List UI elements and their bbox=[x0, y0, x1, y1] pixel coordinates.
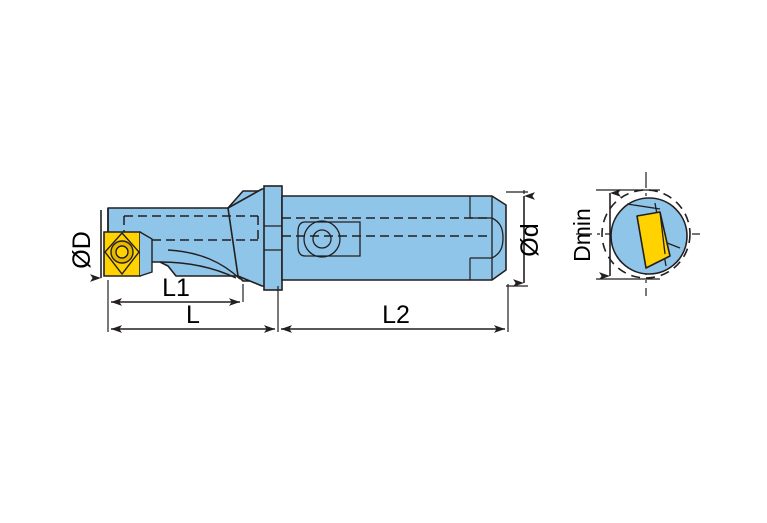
witness-lines bbox=[107, 280, 509, 332]
dimension-label-od: ØD bbox=[68, 231, 96, 269]
linear-dimensions-group: L1 L L2 bbox=[107, 274, 509, 333]
insert-screw-inner bbox=[115, 245, 129, 259]
dimension-l: L bbox=[111, 301, 275, 333]
flange-collar bbox=[263, 185, 283, 291]
coolant-port-inner bbox=[312, 229, 332, 249]
flute-edge-curve bbox=[167, 249, 241, 280]
side-view-group bbox=[103, 185, 507, 291]
dimension-label-l1: L1 bbox=[162, 274, 190, 302]
dimension-label-l2: L2 bbox=[382, 301, 410, 329]
rhombic-indexable-insert bbox=[103, 231, 153, 277]
dimension-label-dmin: Dmin bbox=[569, 208, 595, 262]
flange-rect bbox=[263, 185, 283, 291]
dimension-l2: L2 bbox=[281, 301, 505, 333]
insert-seat-pocket bbox=[139, 231, 153, 277]
dimension-shank-diameter: Ød bbox=[506, 190, 544, 287]
end-view-insert-edge bbox=[659, 211, 666, 255]
shank-end-curve bbox=[491, 217, 504, 259]
coolant-port-outer bbox=[303, 220, 341, 258]
end-view-insert bbox=[636, 211, 671, 269]
dimension-l1: L1 bbox=[111, 274, 240, 306]
dimension-label-shank-diameter: Ød bbox=[516, 223, 544, 256]
dimension-label-l: L bbox=[186, 301, 200, 329]
end-view-group: Dmin bbox=[569, 172, 700, 296]
shank-clamping-flat bbox=[297, 221, 361, 257]
dimension-outer-diameter: ØD bbox=[68, 210, 102, 282]
dimension-dmin: Dmin bbox=[569, 189, 660, 280]
shank-body bbox=[281, 195, 507, 281]
flute-curve bbox=[159, 261, 237, 279]
end-detail-line-1 bbox=[626, 203, 661, 210]
